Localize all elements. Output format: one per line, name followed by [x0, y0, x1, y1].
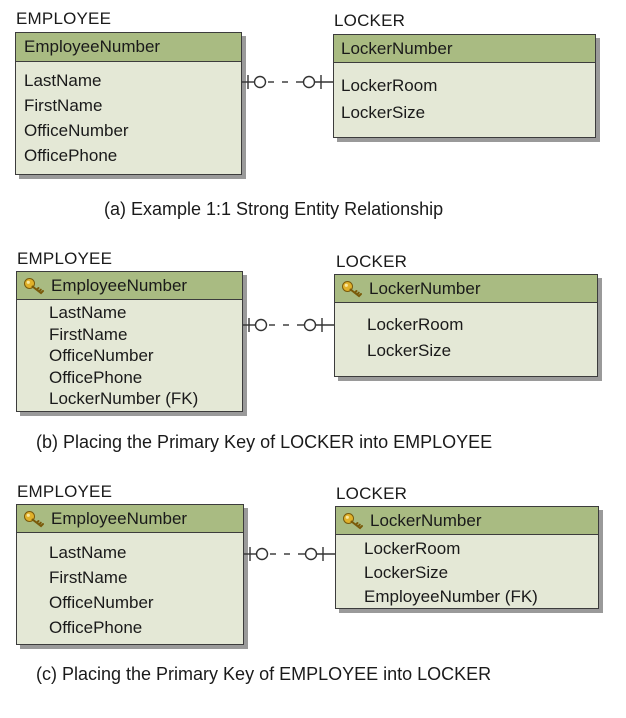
diagram-caption-c: (c) Placing the Primary Key of EMPLOYEE … — [36, 664, 492, 684]
employee-attribute: OfficePhone — [49, 367, 143, 387]
locker-primary-key-c: LockerNumber — [336, 507, 598, 535]
employee-attribute: FirstName — [49, 324, 128, 344]
employee-primary-key-c: EmployeeNumber — [17, 505, 243, 533]
locker-entity-b[interactable]: LockerNumber LockerRoom LockerSize — [334, 274, 598, 377]
locker-attribute: LockerRoom — [364, 539, 461, 558]
locker-foreign-key-attribute: EmployeeNumber (FK) — [364, 587, 538, 606]
employee-attribute: LastName — [49, 303, 127, 322]
key-icon — [23, 277, 45, 295]
employee-primary-key-b: EmployeeNumber — [17, 272, 242, 300]
employee-attribute: LastName — [49, 543, 127, 562]
employee-entity-c[interactable]: EmployeeNumber LastName FirstName Office… — [16, 504, 244, 645]
employee-foreign-key-attribute: LockerNumber (FK) — [49, 389, 199, 408]
employee-attribute: OfficeNumber — [24, 121, 129, 140]
employee-entity-name-c: EMPLOYEE — [17, 482, 113, 501]
locker-entity-name-a: LOCKER — [334, 11, 406, 30]
employee-attribute: OfficeNumber — [49, 346, 154, 365]
locker-attribute: LockerRoom — [367, 315, 464, 334]
locker-entity-name-b: LOCKER — [336, 252, 408, 271]
employee-entity-name-a: EMPLOYEE — [16, 9, 112, 28]
key-icon — [342, 512, 364, 530]
employee-attribute: LastName — [24, 71, 102, 90]
locker-key-label-c: LockerNumber — [370, 510, 482, 530]
locker-key-label-b: LockerNumber — [369, 278, 481, 298]
employee-key-label-a: EmployeeNumber — [24, 37, 161, 56]
employee-attribute: OfficePhone — [49, 618, 143, 637]
key-icon — [23, 510, 45, 528]
employee-key-label-c: EmployeeNumber — [51, 508, 188, 528]
diagram-caption-a: (a) Example 1:1 Strong Entity Relationsh… — [104, 199, 444, 219]
locker-entity-c[interactable]: LockerNumber LockerRoom LockerSize Emplo… — [335, 506, 599, 609]
locker-primary-key-a: LockerNumber — [334, 35, 595, 63]
locker-attribute: LockerRoom — [341, 76, 438, 95]
diagram-caption-b: (b) Placing the Primary Key of LOCKER in… — [36, 432, 493, 452]
one-to-one-relationship-line-a — [242, 75, 334, 89]
locker-attribute: LockerSize — [364, 563, 449, 582]
employee-attribute: OfficeNumber — [49, 593, 154, 612]
locker-entity-a[interactable]: LockerNumber LockerRoom LockerSize — [333, 34, 596, 138]
locker-attribute: LockerSize — [341, 103, 426, 122]
employee-attribute: OfficePhone — [24, 146, 118, 165]
one-to-one-relationship-line-b — [243, 318, 335, 332]
employee-primary-key-a: EmployeeNumber — [16, 33, 241, 62]
key-icon — [341, 280, 363, 298]
employee-entity-a[interactable]: EmployeeNumber LastName FirstName Office… — [15, 32, 242, 175]
one-to-one-relationship-line-c — [244, 547, 336, 561]
locker-primary-key-b: LockerNumber — [335, 275, 597, 303]
employee-entity-name-b: EMPLOYEE — [17, 249, 113, 268]
locker-entity-name-c: LOCKER — [336, 484, 408, 503]
employee-attribute: FirstName — [49, 568, 128, 587]
locker-key-label-a: LockerNumber — [341, 38, 453, 58]
locker-attribute: LockerSize — [367, 341, 452, 360]
employee-attribute: FirstName — [24, 96, 103, 115]
employee-key-label-b: EmployeeNumber — [51, 275, 188, 295]
employee-entity-b[interactable]: EmployeeNumber LastName FirstName Office… — [16, 271, 243, 412]
